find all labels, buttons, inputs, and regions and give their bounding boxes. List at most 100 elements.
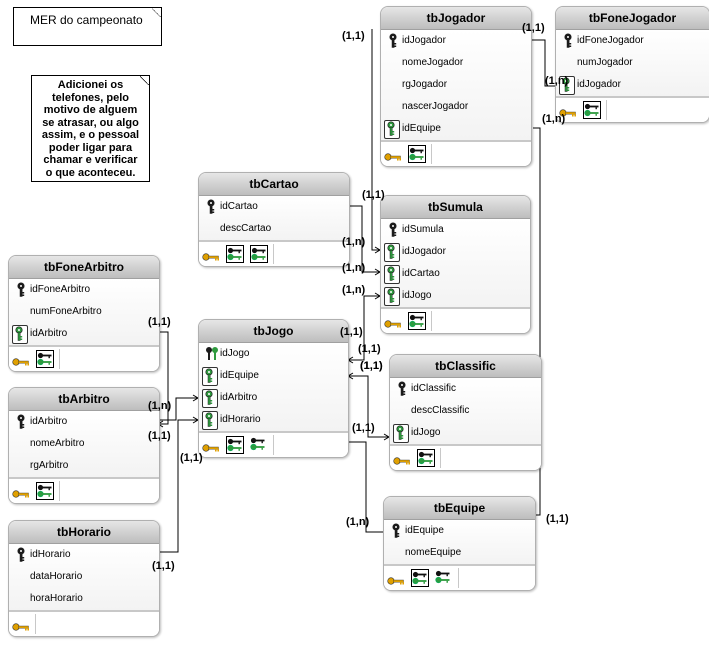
relationship-line: [158, 419, 198, 553]
table-field-row[interactable]: idEquipe: [199, 365, 348, 387]
foreign-key-icon: [12, 325, 28, 344]
table-field-row[interactable]: dataHorario: [9, 566, 159, 588]
cardinality-label: (1,n): [148, 400, 172, 412]
relationship-line: [533, 127, 541, 516]
index-bar-divider: [458, 568, 459, 588]
table-tbSumula[interactable]: tbSumula idSumula idJogador idCartao idJ…: [380, 195, 531, 334]
foreign-index-keys-icon[interactable]: [417, 449, 435, 467]
table-field-row[interactable]: idJogo: [390, 422, 541, 444]
table-field-row[interactable]: idHorario: [199, 409, 348, 431]
table-field-row[interactable]: idEquipe: [384, 520, 535, 542]
cardinality-label: (1,1): [360, 360, 383, 372]
table-field-row[interactable]: idJogo: [199, 343, 348, 365]
primary-index-key-icon[interactable]: [12, 619, 30, 636]
table-fields: idJogo idEquipe idArbitro idHorario: [199, 343, 348, 431]
cardinality-label: (1,1): [352, 422, 375, 434]
field-name: idFoneArbitro: [30, 284, 91, 295]
foreign-index-keys-icon[interactable]: [250, 436, 266, 457]
table-field-row[interactable]: idJogador: [381, 30, 531, 52]
primary-index-key-icon[interactable]: [202, 249, 220, 266]
table-tbFoneArbitro[interactable]: tbFoneArbitro idFoneArbitro numFoneArbitr…: [8, 255, 160, 372]
table-title: tbFoneArbitro: [9, 256, 159, 279]
foreign-index-keys-icon[interactable]: [408, 145, 426, 163]
table-index-bar: [381, 140, 531, 166]
table-field-row[interactable]: idArbitro: [9, 411, 159, 433]
table-field-row[interactable]: descCartao: [199, 218, 349, 240]
primary-foreign-key-icon: [205, 346, 218, 362]
note-fold-icon: [152, 8, 161, 17]
cardinality-label: (1,n): [346, 516, 370, 528]
primary-index-key-icon[interactable]: [384, 316, 402, 333]
field-name: descClassific: [411, 405, 470, 416]
primary-index-key-icon[interactable]: [384, 149, 402, 166]
table-field-row[interactable]: nascerJogador: [381, 96, 531, 118]
table-field-row[interactable]: idJogo: [381, 285, 530, 307]
table-field-row[interactable]: horaHorario: [9, 588, 159, 610]
table-title: tbFoneJogador: [556, 7, 709, 30]
primary-index-key-icon[interactable]: [387, 573, 405, 590]
cardinality-label: (1,n): [545, 75, 569, 87]
table-field-row[interactable]: idFoneArbitro: [9, 279, 159, 301]
table-field-row[interactable]: rgArbitro: [9, 455, 159, 477]
table-field-row[interactable]: idArbitro: [9, 323, 159, 345]
foreign-index-keys-icon[interactable]: [36, 482, 54, 500]
table-index-bar: [381, 307, 530, 333]
foreign-index-keys-icon[interactable]: [36, 350, 54, 368]
relationship-line: [347, 400, 383, 533]
table-field-row[interactable]: numFoneArbitro: [9, 301, 159, 323]
primary-index-key-icon[interactable]: [202, 440, 220, 457]
primary-index-key-icon[interactable]: [393, 453, 411, 470]
field-name: idEquipe: [402, 123, 441, 134]
foreign-index-keys-icon[interactable]: [435, 569, 451, 590]
table-field-row[interactable]: idCartao: [199, 196, 349, 218]
foreign-index-keys-icon[interactable]: [411, 569, 429, 587]
foreign-index-keys-icon[interactable]: [583, 101, 601, 119]
primary-key-icon: [15, 414, 27, 430]
table-field-row[interactable]: idFoneJogador: [556, 30, 709, 52]
foreign-index-keys-icon[interactable]: [226, 436, 244, 454]
comment-line: telefones, pelo: [51, 91, 130, 104]
table-fields: idFoneJogador numJogador idJogador: [556, 30, 709, 96]
primary-index-key-icon[interactable]: [12, 354, 30, 371]
table-field-row[interactable]: idEquipe: [381, 118, 531, 140]
table-field-row[interactable]: nomeArbitro: [9, 433, 159, 455]
note-fold-icon: [140, 76, 149, 85]
relationship-line: [348, 295, 380, 361]
primary-key-icon: [390, 523, 402, 539]
primary-index-key-icon[interactable]: [12, 486, 30, 503]
foreign-index-keys-icon[interactable]: [226, 245, 244, 263]
foreign-key-icon: [393, 424, 409, 443]
table-tbFoneJogador[interactable]: tbFoneJogador idFoneJogador numJogador id…: [555, 6, 709, 123]
table-field-row[interactable]: idJogador: [556, 74, 709, 96]
table-field-row[interactable]: idJogador: [381, 241, 530, 263]
table-field-row[interactable]: idHorario: [9, 544, 159, 566]
primary-key-icon: [15, 547, 27, 563]
table-field-row[interactable]: numJogador: [556, 52, 709, 74]
field-name: idSumula: [402, 224, 444, 235]
table-field-row[interactable]: idCartao: [381, 263, 530, 285]
table-field-row[interactable]: nomeJogador: [381, 52, 531, 74]
index-bar-divider: [273, 244, 274, 264]
table-field-row[interactable]: nomeEquipe: [384, 542, 535, 564]
table-field-row[interactable]: rgJogador: [381, 74, 531, 96]
table-field-row[interactable]: descClassific: [390, 400, 541, 422]
field-name: rgJogador: [402, 79, 448, 90]
table-field-row[interactable]: idArbitro: [199, 387, 348, 409]
table-field-row[interactable]: idSumula: [381, 219, 530, 241]
table-field-row[interactable]: idClassific: [390, 378, 541, 400]
cardinality-label: (1,n): [342, 284, 366, 296]
foreign-index-keys-icon[interactable]: [408, 312, 426, 330]
table-tbJogo[interactable]: tbJogo idJogo idEquipe idArbitro idHorar…: [198, 319, 349, 458]
index-bar-divider: [59, 349, 60, 369]
table-index-bar: [390, 444, 541, 470]
primary-index-key-icon[interactable]: [559, 105, 577, 122]
foreign-index-keys-icon[interactable]: [250, 245, 268, 263]
field-name: idFoneJogador: [577, 35, 644, 46]
